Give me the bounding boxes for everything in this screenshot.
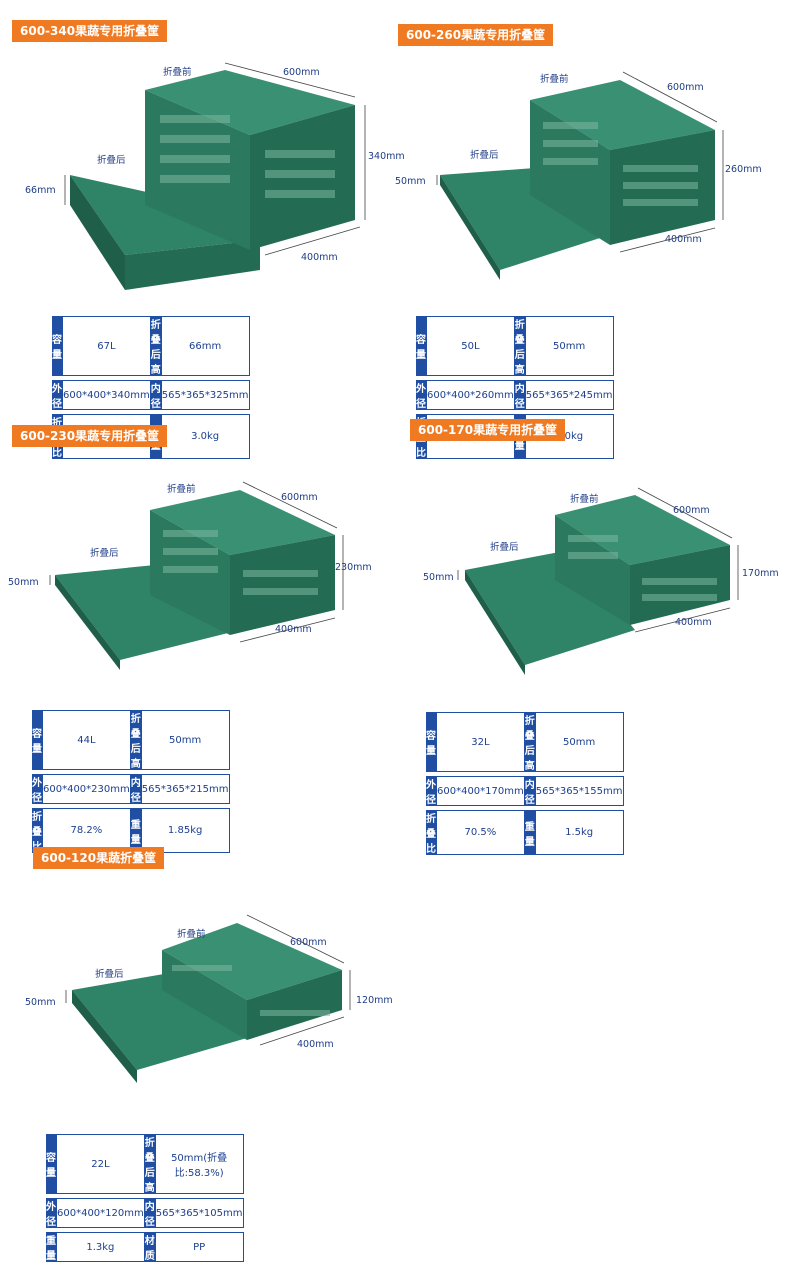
product-title: 600-120果蔬折叠筐 — [33, 847, 165, 869]
svg-text:50mm: 50mm — [8, 577, 39, 588]
product-title: 600-340果蔬专用折叠筐 — [12, 20, 168, 42]
svg-text:折叠前: 折叠前 — [177, 928, 206, 940]
svg-text:折叠后: 折叠后 — [490, 541, 519, 553]
svg-text:600mm: 600mm — [673, 505, 710, 516]
svg-text:600mm: 600mm — [290, 937, 327, 948]
product-title: 600-230果蔬专用折叠筐 — [12, 425, 168, 447]
svg-text:折叠后: 折叠后 — [90, 547, 119, 559]
svg-text:折叠前: 折叠前 — [167, 483, 196, 495]
crate-illustration: 折叠前 折叠后 600mm 340mm 400mm 66mm — [25, 62, 405, 290]
label-front: 折叠前 — [163, 66, 192, 78]
label-length: 600mm — [283, 67, 320, 78]
label-width: 400mm — [301, 252, 338, 263]
svg-text:50mm: 50mm — [395, 176, 426, 187]
label-back: 折叠后 — [97, 154, 126, 166]
crate-illustration: 折叠前 折叠后 600mm 260mm 400mm 50mm — [395, 71, 762, 280]
crate-illustration: 折叠前 折叠后 600mm 230mm 400mm 50mm — [8, 481, 372, 670]
svg-text:400mm: 400mm — [275, 624, 312, 635]
svg-text:折叠前: 折叠前 — [570, 493, 599, 505]
svg-text:170mm: 170mm — [742, 568, 779, 579]
label-height: 340mm — [368, 151, 405, 162]
svg-text:600mm: 600mm — [281, 492, 318, 503]
crate-illustration: 折叠前 折叠后 600mm 170mm 400mm 50mm — [423, 487, 779, 675]
svg-text:折叠后: 折叠后 — [470, 149, 499, 161]
product-title: 600-170果蔬专用折叠筐 — [410, 419, 566, 441]
svg-text:400mm: 400mm — [675, 617, 712, 628]
svg-text:400mm: 400mm — [665, 234, 702, 245]
svg-text:600mm: 600mm — [667, 82, 704, 93]
product-title: 600-260果蔬专用折叠筐 — [398, 24, 554, 46]
svg-text:折叠前: 折叠前 — [540, 73, 569, 85]
svg-text:50mm: 50mm — [25, 997, 56, 1008]
crate-illustration: 折叠前 折叠后 600mm 120mm 400mm 50mm — [25, 914, 393, 1083]
svg-text:400mm: 400mm — [297, 1039, 334, 1050]
svg-text:120mm: 120mm — [356, 995, 393, 1006]
svg-text:折叠后: 折叠后 — [95, 968, 124, 980]
label-folded: 66mm — [25, 185, 56, 196]
svg-text:50mm: 50mm — [423, 572, 454, 583]
svg-text:230mm: 230mm — [335, 562, 372, 573]
svg-text:260mm: 260mm — [725, 164, 762, 175]
